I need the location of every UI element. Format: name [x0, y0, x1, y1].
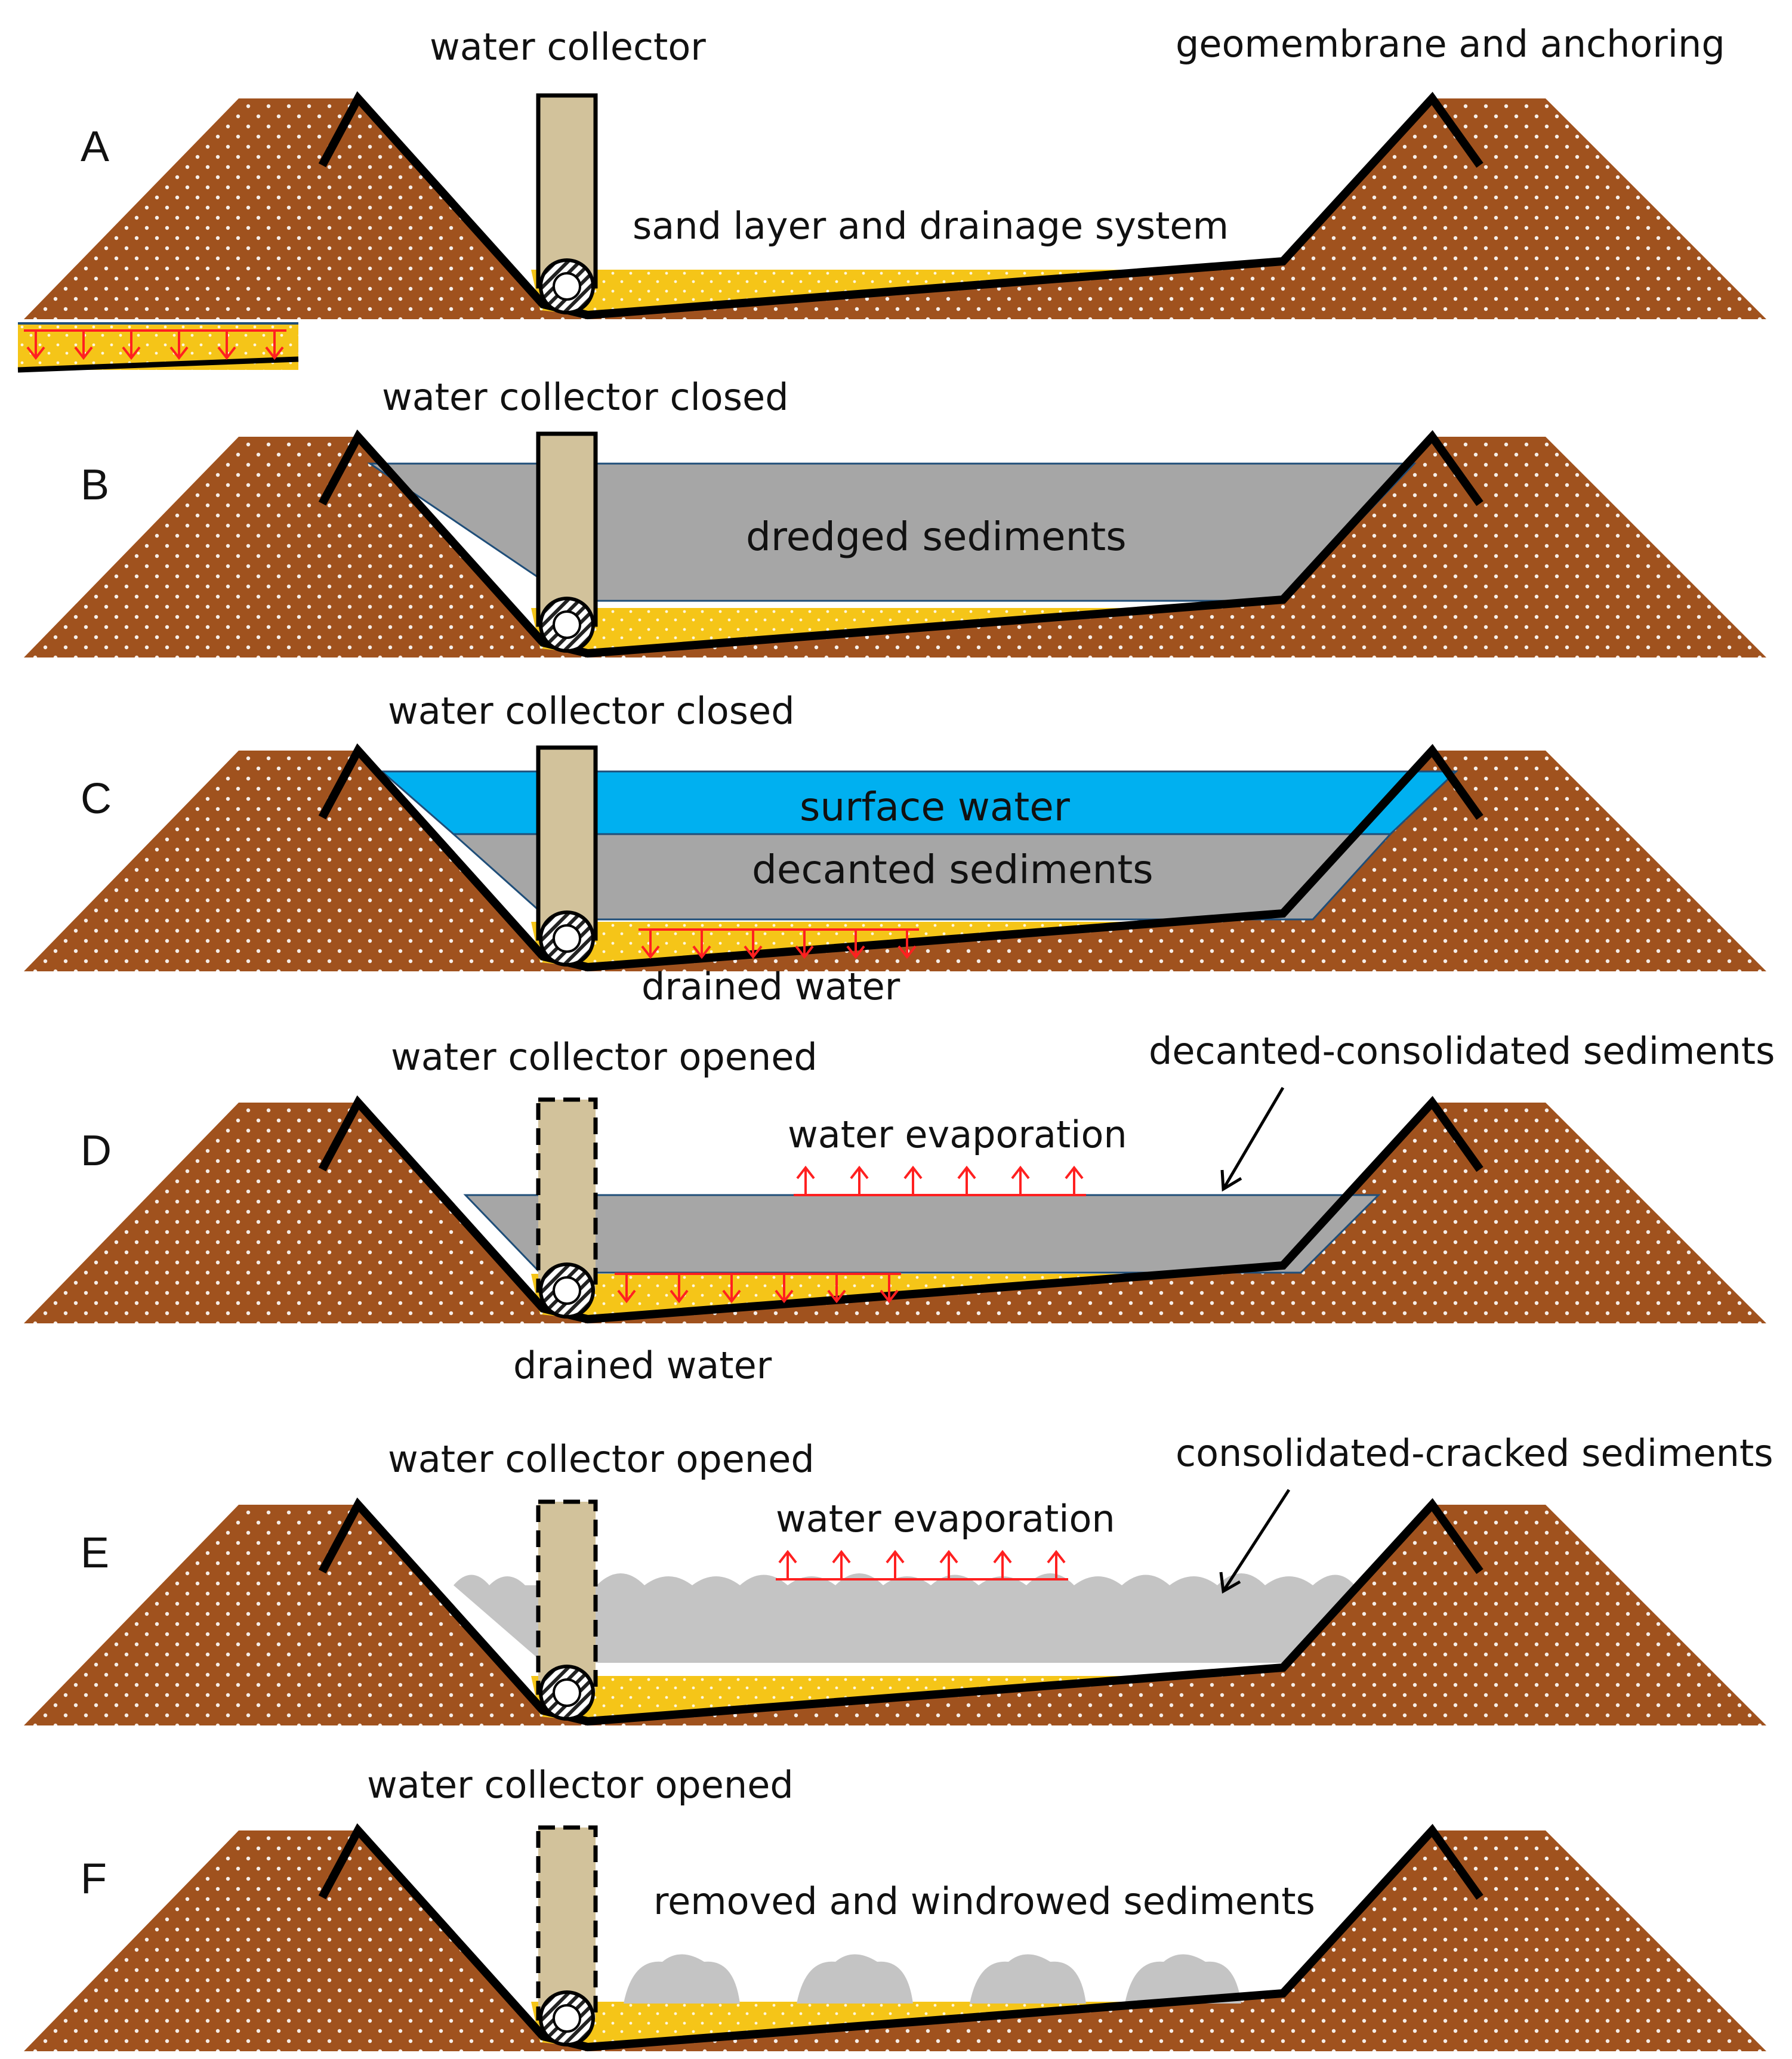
cracked-sediment-fill [454, 1573, 1355, 1663]
label-water-collector: water collector opened [391, 1035, 818, 1079]
label-water-collector: water collector closed [382, 375, 789, 419]
drainage-arrows-arrow [795, 930, 814, 959]
label-water-collector: water collector opened [388, 1437, 815, 1481]
evaporation-arrows-arrow [778, 1549, 797, 1579]
evaporation-arrows-arrow [993, 1549, 1012, 1579]
drainage-arrows-arrow [670, 1274, 689, 1304]
drainage-arrows-arrow [722, 1274, 741, 1304]
drain-pipe-bore [553, 1276, 581, 1305]
windrow-pile [797, 1954, 913, 2004]
label-geomembrane: geomembrane and anchoring [1176, 22, 1725, 66]
drainage-arrows-arrow [744, 930, 763, 959]
geomembrane-line [318, 91, 1483, 320]
windrow-pile [1125, 1954, 1241, 2004]
water-collector-riser [536, 93, 598, 289]
evaporation-arrows-arrow [939, 1549, 958, 1579]
evaporation-arrows-arrow [886, 1549, 905, 1579]
pointer-arrowhead [1219, 1572, 1241, 1594]
drainage-arrows-arrow [775, 1274, 794, 1304]
inset-drainage-arrows-arrow [217, 331, 236, 360]
label-consolidated-cracked: consolidated-cracked sediments [1176, 1431, 1774, 1475]
geomembrane-line [318, 429, 1483, 658]
drain-pipe-bore [553, 924, 581, 953]
drain-pipe-bore [553, 2004, 581, 2033]
label-decanted-consolidated: decanted-consolidated sediments [1149, 1029, 1775, 1073]
evaporation-arrows-arrow [850, 1165, 869, 1195]
geomembrane-line [318, 1095, 1483, 1324]
geomembrane-line [318, 743, 1483, 972]
drain-pipe-bore [553, 1678, 581, 1707]
drainage-arrows-arrow [897, 930, 917, 959]
pointer-arrow [1222, 1489, 1291, 1592]
label-decanted-sediments: decanted sediments [752, 847, 1153, 893]
evaporation-arrows-arrow [1011, 1165, 1030, 1195]
drainage-arrows-arrow [827, 1274, 846, 1304]
panel-letter-a: A [81, 123, 109, 171]
geomembrane-line [318, 1497, 1483, 1726]
water-collector-riser [536, 431, 598, 627]
label-sand-layer: sand layer and drainage system [633, 204, 1229, 248]
panel-letter-f: F [81, 1855, 107, 1903]
water-collector-riser [536, 1825, 598, 2021]
water-collector-riser [536, 1499, 598, 1695]
label-dredged-sediments: dredged sediments [746, 514, 1127, 560]
label-drained-water: drained water [513, 1344, 772, 1387]
inset-drainage-arrows-arrow [122, 331, 141, 360]
pointer-arrowhead [1220, 1169, 1242, 1192]
label-surface-water: surface water [800, 784, 1071, 830]
water-collector-riser [536, 1097, 598, 1293]
windrow-pile [970, 1954, 1086, 2004]
evaporation-arrows-arrow [1047, 1549, 1066, 1579]
evaporation-arrows-arrow [957, 1165, 976, 1195]
pond-cavity [358, 98, 1432, 315]
decanted-sediment-fill [451, 833, 1393, 921]
evaporation-arrows-arrow [903, 1165, 923, 1195]
panel-letter-e: E [81, 1529, 109, 1577]
label-water-evaporation: water evaporation [776, 1497, 1115, 1541]
decanted-consolidated-sediment-fill [463, 1194, 1381, 1274]
drainage-arrows-arrow [846, 930, 865, 959]
inset-drainage-arrows-arrow [169, 331, 189, 360]
inset-drainage-arrows-arrow [26, 331, 45, 360]
label-drained-water: drained water [641, 965, 900, 1008]
water-collector-riser [536, 745, 598, 941]
inset-drainage-arrows-arrow [265, 331, 284, 360]
drain-pipe-bore [553, 272, 581, 301]
label-water-collector: water collector closed [388, 689, 795, 733]
drain-pipe-bore [553, 610, 581, 639]
panel-letter-b: B [81, 461, 109, 509]
evaporation-arrows-arrow [796, 1165, 815, 1195]
drainage-arrows-arrow [692, 930, 711, 959]
inset-membrane-line [17, 356, 299, 373]
drainage-arrows-arrow [880, 1274, 899, 1304]
geomembrane-line [318, 1823, 1483, 2052]
evaporation-arrows-arrow [832, 1549, 851, 1579]
label-water-collector: water collector [430, 25, 706, 69]
panel-letter-d: D [81, 1127, 112, 1175]
evaporation-arrows-arrow [1065, 1165, 1084, 1195]
label-water-collector: water collector opened [367, 1763, 794, 1807]
pointer-arrow [1222, 1086, 1285, 1190]
label-windrowed-sediments: removed and windrowed sediments [653, 1879, 1315, 1923]
panel-letter-c: C [81, 775, 112, 823]
drainage-arrows-arrow [617, 1274, 636, 1304]
drainage-arrows-arrow [641, 930, 660, 959]
windrow-pile [624, 1954, 740, 2004]
label-water-evaporation: water evaporation [788, 1113, 1127, 1156]
inset-drainage-arrows-arrow [74, 331, 93, 360]
drainage-inset [17, 322, 299, 373]
